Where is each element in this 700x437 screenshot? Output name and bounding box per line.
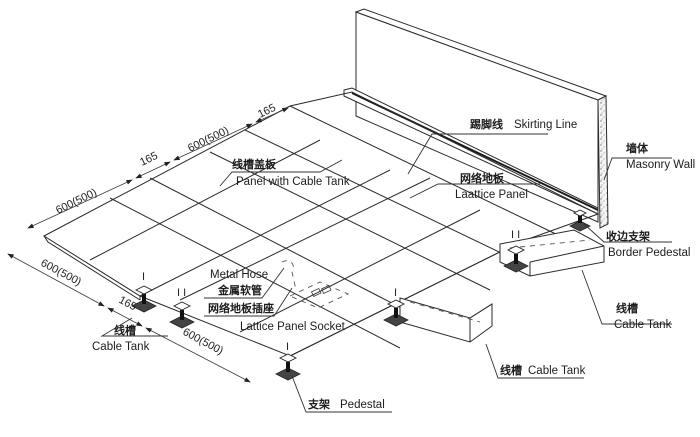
svg-text:线槽: 线槽 [616,301,638,315]
svg-text:Panel with Cable Tank: Panel with Cable Tank [236,176,350,188]
label-lattice-panel-socket: 网络地板插座 Lattice Panel Socket [208,301,346,333]
label-cable-tank-right: 线槽 Cable Tank [614,301,672,331]
lattice-panel-socket-graphic [281,260,350,309]
svg-text:踢脚线: 踢脚线 [470,117,503,131]
masonry-wall [354,8,609,229]
label-metal-hose: Metal Hose 金属软管 [210,269,268,297]
svg-text:线槽盖板: 线槽盖板 [232,157,277,171]
label-panel-with-cable-tank: 线槽盖板 Panel with Cable Tank [232,157,350,188]
cable-tank-right [499,229,605,277]
label-skirting-line: 踢脚线 Skirting Line [470,117,577,131]
floor-surface [42,91,600,357]
svg-text:Cable Tank: Cable Tank [614,319,672,331]
dim-top-gap-2: 165 [256,102,278,121]
dim-top-panel-1: 600(500) [54,187,99,217]
border-pedestal [569,209,591,232]
svg-text:I: I [142,271,145,283]
dimension-lines [7,107,289,383]
dim-top-panel-2: 600(500) [186,125,231,155]
svg-text:Lattice Panel Socket: Lattice Panel Socket [240,321,346,333]
svg-text:Border Pedestal: Border Pedestal [608,247,690,259]
label-border-pedestal: 收边支架 Border Pedestal [606,229,690,259]
label-lattice-panel: 网络地板 Laattice Panel [455,171,528,201]
svg-text:I I: I I [177,287,186,299]
dimension-labels: 600(500) 165 600(500) 165 600(500) 165 6… [39,102,278,357]
svg-text:网络地板插座: 网络地板插座 [208,301,274,315]
svg-text:Pedestal: Pedestal [340,399,385,411]
svg-text:网络地板: 网络地板 [460,171,505,185]
dim-top-gap-1: 165 [138,150,160,169]
dim-left-panel-2: 600(500) [181,326,226,357]
label-masonry-wall: 墙体 Masonry Wall [626,141,695,171]
label-cable-tank-bottom: 线槽 Cable Tank [500,363,586,377]
svg-text:支架: 支架 [307,397,330,411]
svg-text:金属软管: 金属软管 [217,283,262,297]
svg-text:线槽: 线槽 [114,323,136,337]
svg-text:Cable Tank: Cable Tank [528,365,586,377]
svg-text:Cable Tank: Cable Tank [92,341,150,353]
pedestal: I [275,341,301,381]
cable-tank-bottom [399,297,493,343]
svg-text:Masonry Wall: Masonry Wall [626,159,695,171]
svg-text:墙体: 墙体 [626,141,649,155]
dim-left-panel-1: 600(500) [39,257,84,288]
svg-text:I I: I I [511,229,520,241]
pedestal: I I [503,229,529,273]
svg-text:线槽: 线槽 [500,363,522,377]
pedestals: I I I I I I I [131,209,591,381]
svg-text:I: I [286,341,289,353]
pedestal: I [131,271,157,313]
pedestal: I I [169,287,195,329]
leader-lines [100,133,672,413]
svg-text:Skirting Line: Skirting Line [514,119,577,131]
svg-text:Metal Hose: Metal Hose [210,269,268,281]
label-pedestal: 支架 Pedestal [307,397,385,411]
svg-text:收边支架: 收边支架 [606,229,650,243]
svg-text:I: I [394,287,397,299]
pedestal: I [383,287,409,327]
svg-text:Laattice Panel: Laattice Panel [455,189,528,201]
label-cable-tank-left: 线槽 Cable Tank [92,323,150,353]
wall-side-masonry [597,95,609,229]
floor-outline [42,91,600,357]
